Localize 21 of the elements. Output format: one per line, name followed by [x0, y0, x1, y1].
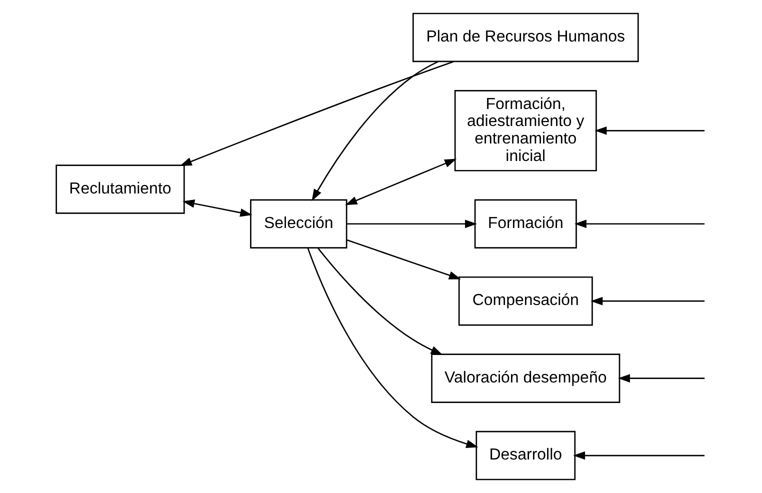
node-box: Formación, adiestramiento y entrenamiento inicial [454, 90, 597, 172]
node-box: Formación [474, 199, 577, 248]
node-box: Valoración desempeño [431, 354, 620, 403]
arrow [345, 158, 457, 206]
node-box: Compensación [458, 276, 593, 326]
arrow [182, 199, 252, 217]
arrow [573, 451, 704, 460]
arrow [346, 239, 461, 280]
arrow [347, 220, 478, 228]
arrow [312, 61, 438, 202]
arrow [594, 126, 705, 135]
arrow [590, 296, 705, 306]
arrow [317, 248, 443, 356]
node-box: Desarrollo [476, 430, 576, 480]
node-box: Reclutamiento [56, 164, 185, 214]
node-box: Plan de Recursos Humanos [412, 12, 639, 62]
arrow [307, 248, 478, 448]
arrow [180, 60, 454, 166]
arrow [574, 220, 704, 228]
node-box: Selección [250, 199, 348, 248]
arrow [618, 374, 705, 382]
